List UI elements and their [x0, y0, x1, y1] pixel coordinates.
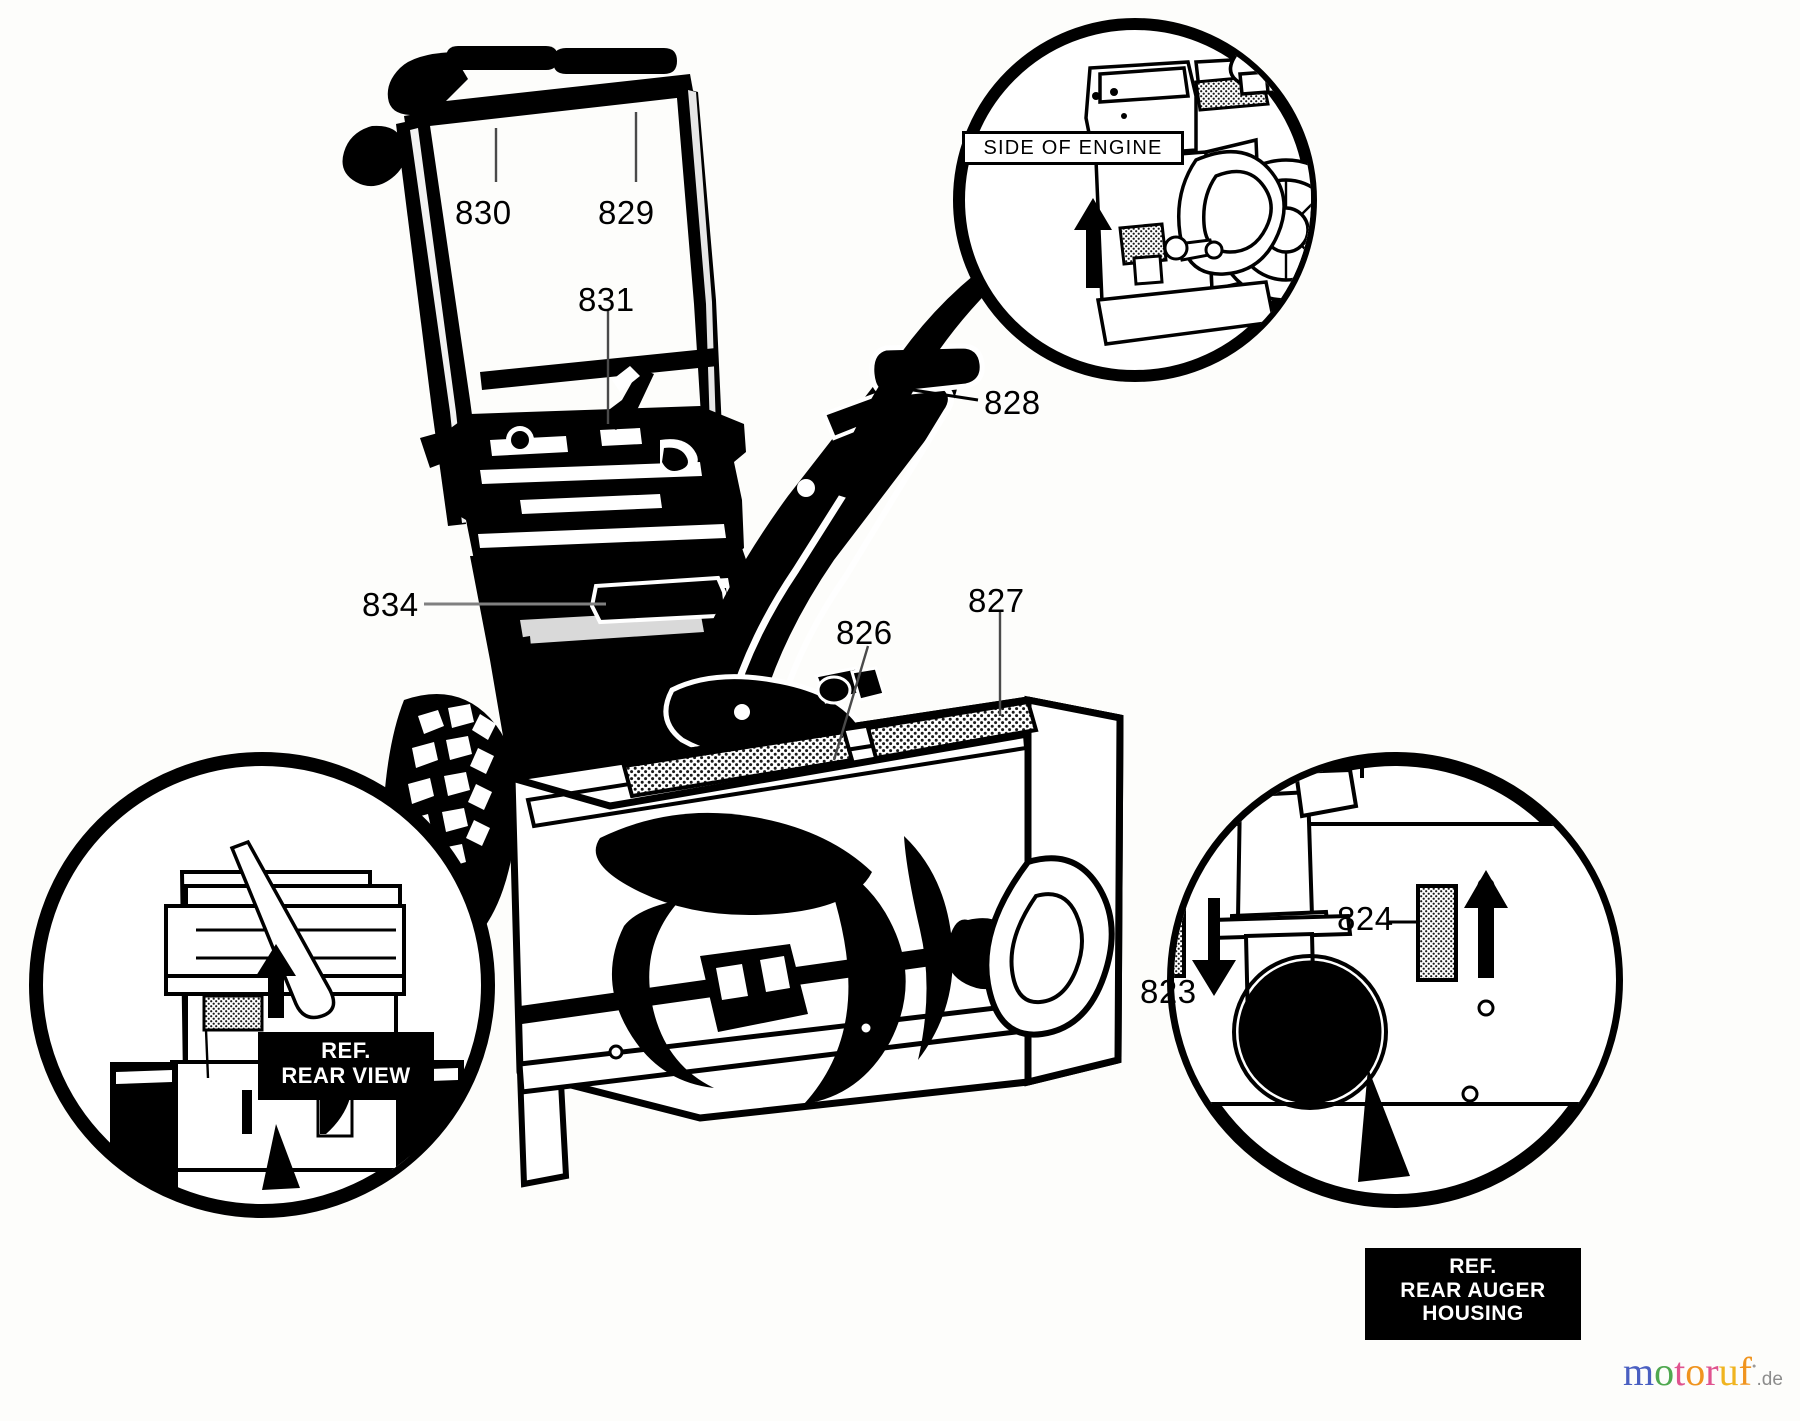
decal-826 [621, 729, 855, 799]
watermark-letter-m: m [1623, 1349, 1655, 1394]
up-arrow-icon [1074, 198, 1112, 288]
callout-831: 831 [578, 281, 635, 318]
watermark-letter-o2: o [1685, 1349, 1706, 1394]
discharge-chute [663, 340, 985, 838]
watermark-letter-r: r [1705, 1349, 1719, 1394]
ref-rear-view-line-1: REF. [321, 1038, 371, 1063]
rear-view-up-arrow-icon [256, 944, 296, 1018]
watermark-letter-f: f [1738, 1349, 1752, 1394]
callout-827: 827 [968, 582, 1025, 619]
watermark-letter-o1: o [1654, 1349, 1675, 1394]
auger-up-arrow-icon [1464, 870, 1508, 978]
auger-housing-detail-circle [1167, 752, 1623, 1208]
watermark-letter-t: t [1674, 1349, 1686, 1394]
callout-828: 828 [984, 384, 1041, 421]
housing-end-plate [983, 855, 1115, 1038]
control-panel-assembly [420, 366, 746, 576]
motoruf-watermark: motoruf•.de [1623, 1352, 1783, 1392]
ref-auger-line-2: REAR AUGER [1400, 1278, 1546, 1302]
ref-rear-view-label: REF. REAR VIEW [258, 1032, 434, 1100]
callout-829: 829 [598, 194, 655, 231]
callout-830: 830 [455, 194, 512, 231]
auger-spirals [520, 812, 1094, 1104]
ref-rear-auger-housing-label: REF. REAR AUGER HOUSING [1365, 1248, 1581, 1340]
leader-826 [832, 645, 870, 761]
callout-826: 826 [836, 614, 893, 651]
engine-detail-circle [828, 18, 1317, 504]
rear-view-detail-circle [29, 752, 495, 1218]
ref-rear-view-line-2: REAR VIEW [281, 1062, 411, 1088]
watermark-letter-u: u [1718, 1349, 1739, 1394]
ref-auger-line-1: REF. [1449, 1255, 1497, 1278]
decal-827 [865, 699, 1039, 761]
callout-823: 823 [1140, 973, 1197, 1010]
side-of-engine-tag: SIDE OF ENGINE [962, 131, 1184, 165]
down-arrow-icon [1192, 898, 1236, 996]
watermark-suffix: .de [1756, 1369, 1783, 1390]
watermark-dot: • [1751, 1358, 1757, 1374]
callout-834: 834 [362, 586, 419, 623]
callout-824: 824 [1337, 900, 1394, 937]
ref-auger-line-3: HOUSING [1422, 1302, 1524, 1326]
